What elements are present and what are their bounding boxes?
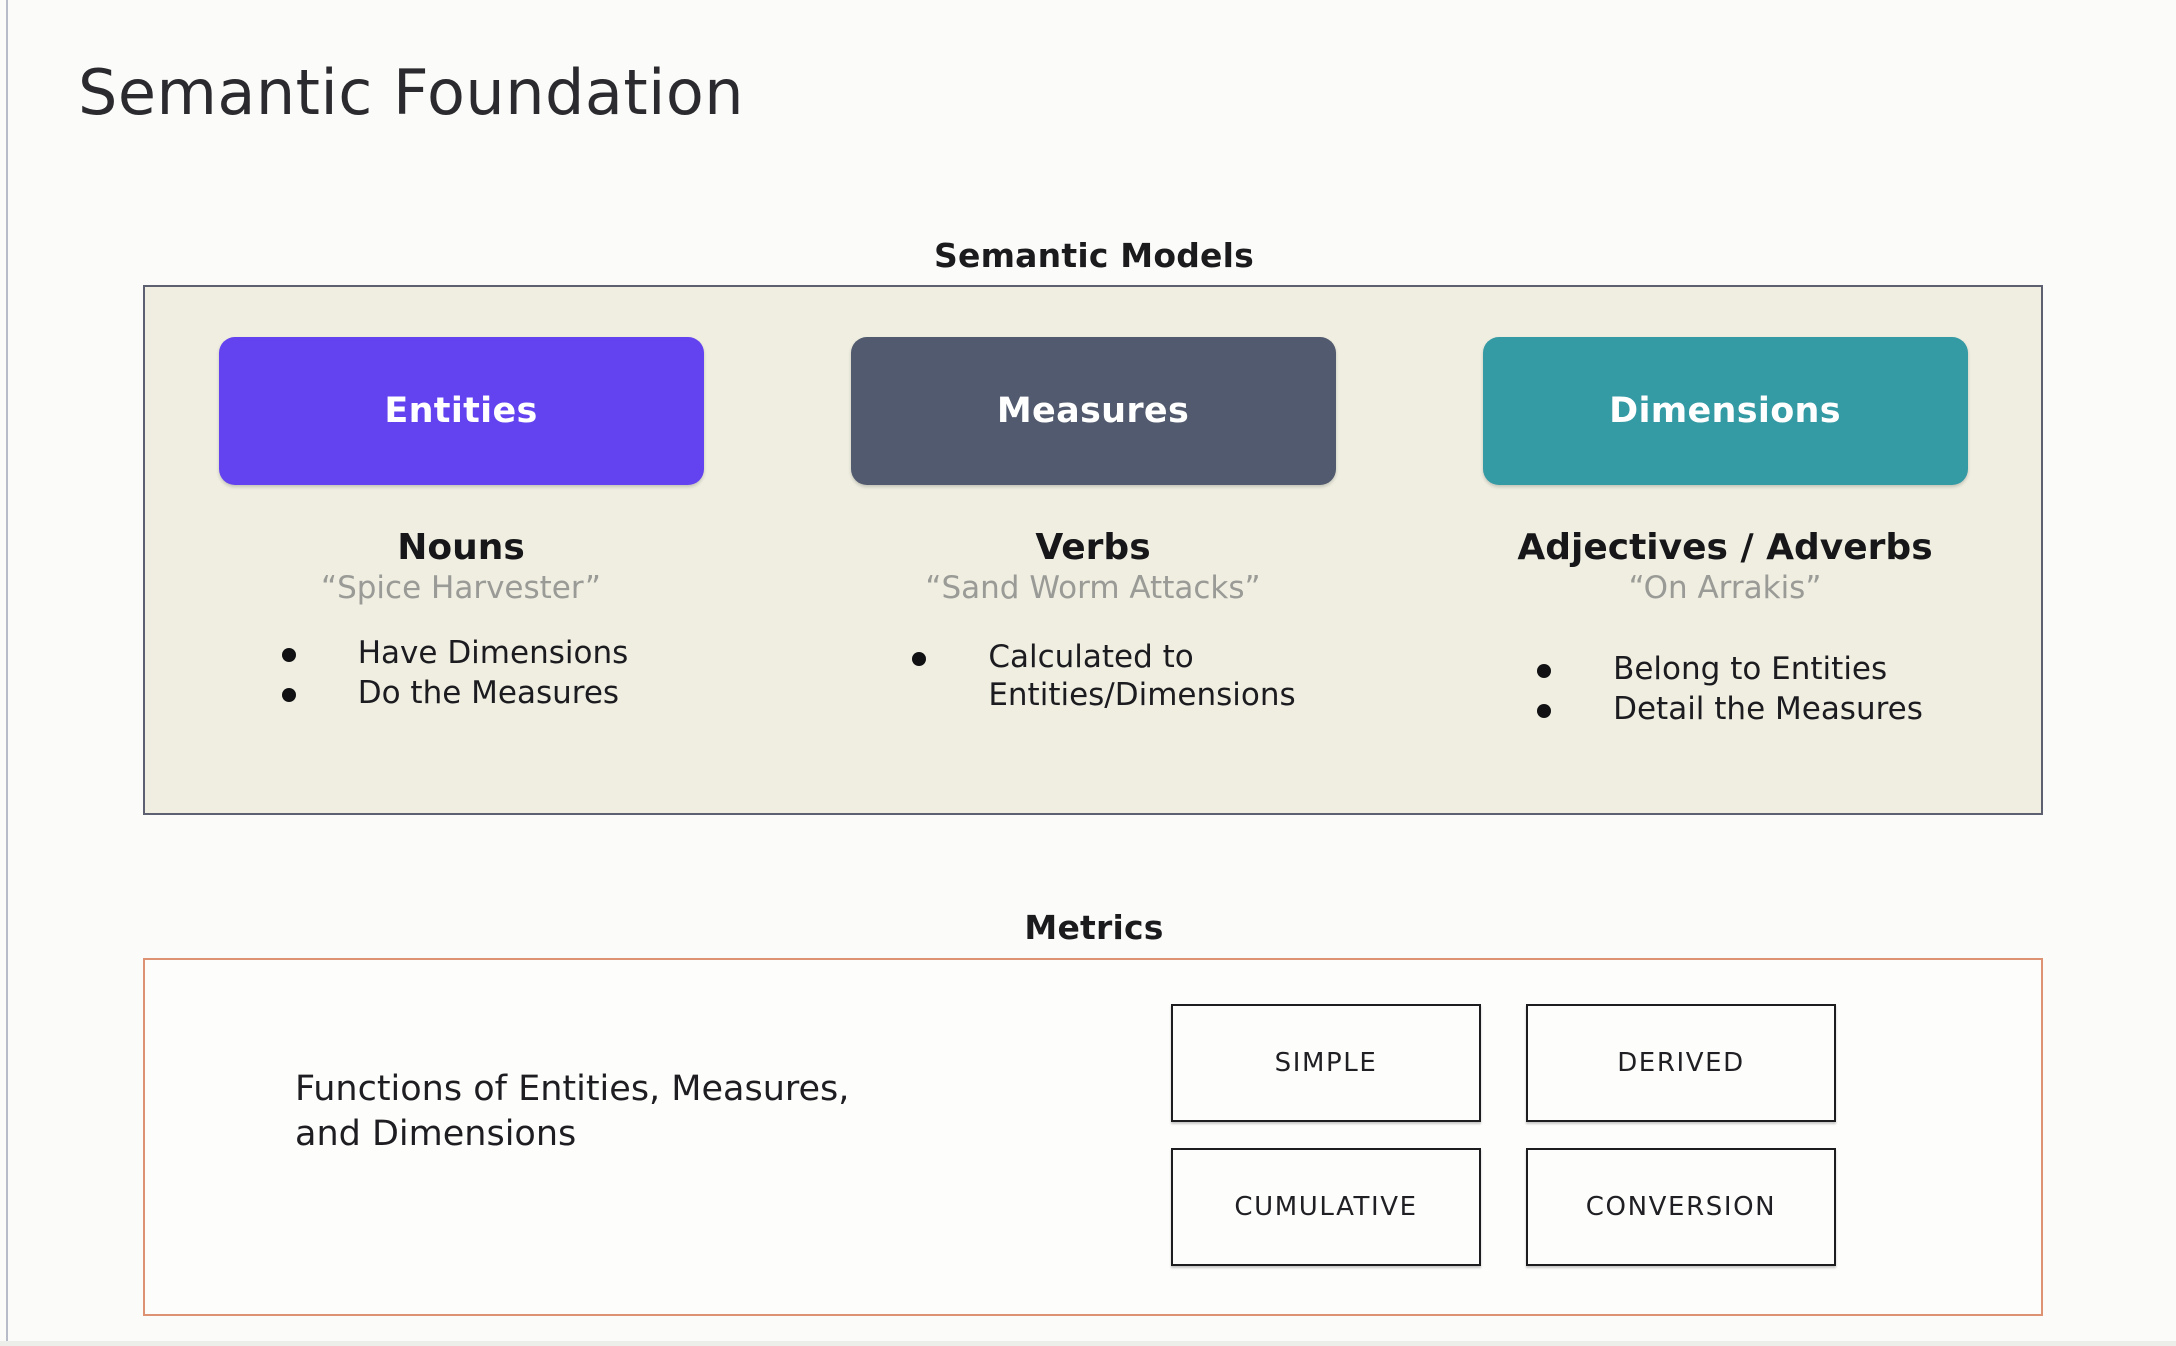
metric-type-grid: SIMPLE DERIVED CUMULATIVE CONVERSION xyxy=(1171,1004,1836,1266)
metrics-heading: Metrics xyxy=(1024,908,1164,947)
bullet-dot-icon xyxy=(1537,663,1552,678)
semantic-column-dimensions: Dimensions Adjectives / Adverbs “On Arra… xyxy=(1409,287,2041,813)
bullet-text: Do the Measures xyxy=(357,674,620,711)
list-item: Detail the Measures xyxy=(1537,691,1923,729)
list-item: Have Dimensions xyxy=(281,634,629,673)
left-edge-rule xyxy=(6,0,8,1346)
list-item: Calculated to Entities/Dimensions xyxy=(912,638,1296,715)
metrics-description: Functions of Entities, Measures, and Dim… xyxy=(295,1069,850,1154)
chip-entities[interactable]: Entities xyxy=(218,337,704,485)
metric-type-cumulative[interactable]: CUMULATIVE xyxy=(1171,1148,1481,1266)
example-entities: “Spice Harvester” xyxy=(321,569,601,606)
chip-measures[interactable]: Measures xyxy=(850,337,1336,485)
bullet-dot-icon xyxy=(1537,703,1552,718)
metrics-panel: Functions of Entities, Measures, and Dim… xyxy=(143,958,2043,1316)
bullet-list-entities: Have Dimensions Do the Measures xyxy=(281,634,629,715)
part-of-speech-measures: Verbs xyxy=(1035,527,1151,568)
part-of-speech-entities: Nouns xyxy=(397,527,525,568)
part-of-speech-dimensions: Adjectives / Adverbs xyxy=(1517,527,1933,568)
bullet-text: Have Dimensions xyxy=(357,634,629,671)
bullet-text: Calculated to Entities/Dimensions xyxy=(988,638,1296,713)
semantic-models-panel: Entities Nouns “Spice Harvester” Have Di… xyxy=(143,285,2043,815)
semantic-column-entities: Entities Nouns “Spice Harvester” Have Di… xyxy=(145,287,777,813)
semantic-column-measures: Measures Verbs “Sand Worm Attacks” Calcu… xyxy=(777,287,1409,813)
semantic-models-heading: Semantic Models xyxy=(934,236,1254,275)
bullet-text: Detail the Measures xyxy=(1613,690,1923,727)
list-item: Do the Measures xyxy=(281,674,629,713)
bullet-dot-icon xyxy=(281,687,296,702)
metric-type-derived[interactable]: DERIVED xyxy=(1526,1004,1836,1122)
list-item: Belong to Entities xyxy=(1537,651,1923,689)
bullet-list-dimensions: Belong to Entities Detail the Measures xyxy=(1537,651,1923,731)
example-dimensions: “On Arrakis” xyxy=(1628,569,1822,606)
bullet-dot-icon xyxy=(912,651,927,666)
bottom-edge-rule xyxy=(0,1341,2176,1346)
bullet-text: Belong to Entities xyxy=(1613,650,1888,687)
bullet-list-measures: Calculated to Entities/Dimensions xyxy=(912,638,1296,717)
metric-type-conversion[interactable]: CONVERSION xyxy=(1526,1148,1836,1266)
bullet-dot-icon xyxy=(281,647,296,662)
metric-type-simple[interactable]: SIMPLE xyxy=(1171,1004,1481,1122)
example-measures: “Sand Worm Attacks” xyxy=(925,569,1261,606)
chip-dimensions[interactable]: Dimensions xyxy=(1482,337,1968,485)
page-title: Semantic Foundation xyxy=(78,56,745,129)
